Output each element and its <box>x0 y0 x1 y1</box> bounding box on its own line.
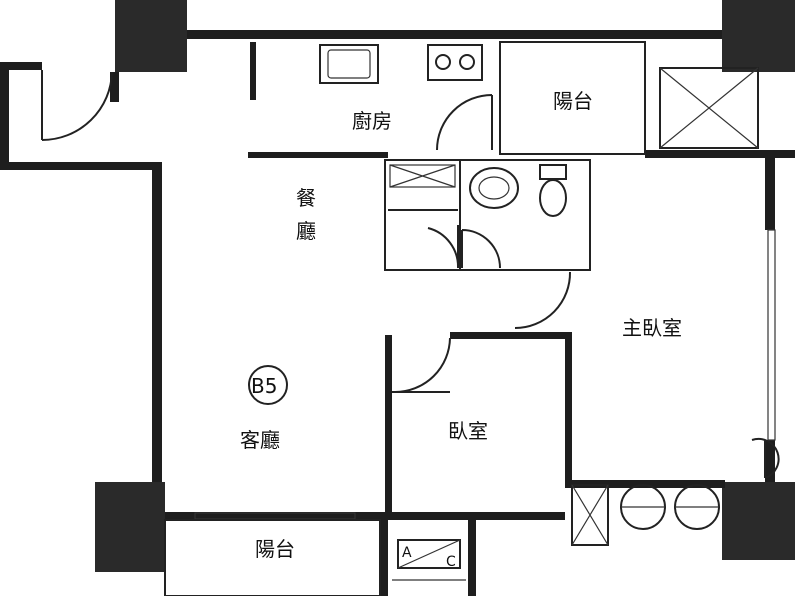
label-kitchen-balcony: 陽台 <box>553 89 593 113</box>
entry-door <box>41 70 113 141</box>
label-bedroom: 臥室 <box>448 419 488 443</box>
bedroom-door <box>392 337 451 393</box>
kitchen-divider <box>248 152 388 158</box>
sink-icon <box>319 44 379 84</box>
outer-walls <box>0 30 795 596</box>
svg-text:A: A <box>402 545 412 561</box>
bedroom-wall-right <box>565 332 572 482</box>
stove-icon <box>427 44 483 81</box>
kitchen-balcony <box>499 41 646 155</box>
shaft-box <box>659 67 759 149</box>
svg-text:C: C <box>446 554 456 570</box>
bathroom <box>384 159 591 271</box>
window-right <box>767 229 776 441</box>
ac-unit-icon: A C <box>392 539 466 581</box>
unit-badge: B5 <box>248 365 288 405</box>
master-window-door <box>751 437 780 479</box>
master-door <box>514 269 572 329</box>
column-top-left <box>115 0 187 72</box>
toilet-icon <box>539 164 567 180</box>
label-dining-2: 廳 <box>296 219 316 243</box>
column-bottom-right <box>722 482 795 560</box>
bedroom-wall-left <box>385 335 392 515</box>
label-front-balcony: 陽台 <box>255 537 295 561</box>
label-dining-1: 餐 <box>296 186 316 210</box>
washing-machines-icon <box>620 484 720 530</box>
bedroom-wall-top <box>450 332 570 339</box>
shaft-small <box>571 484 609 546</box>
kitchen-door <box>436 94 493 151</box>
washbasin-icon <box>469 167 519 209</box>
label-living-room: 客廳 <box>240 428 280 452</box>
column-bottom-left <box>95 482 165 572</box>
label-master-bedroom: 主臥室 <box>622 316 682 340</box>
column-top-right <box>722 0 795 72</box>
kitchen-cabinet-wall <box>250 42 256 100</box>
front-balcony <box>164 519 381 596</box>
svg-text:B5: B5 <box>251 374 277 398</box>
label-kitchen: 廚房 <box>352 109 392 133</box>
